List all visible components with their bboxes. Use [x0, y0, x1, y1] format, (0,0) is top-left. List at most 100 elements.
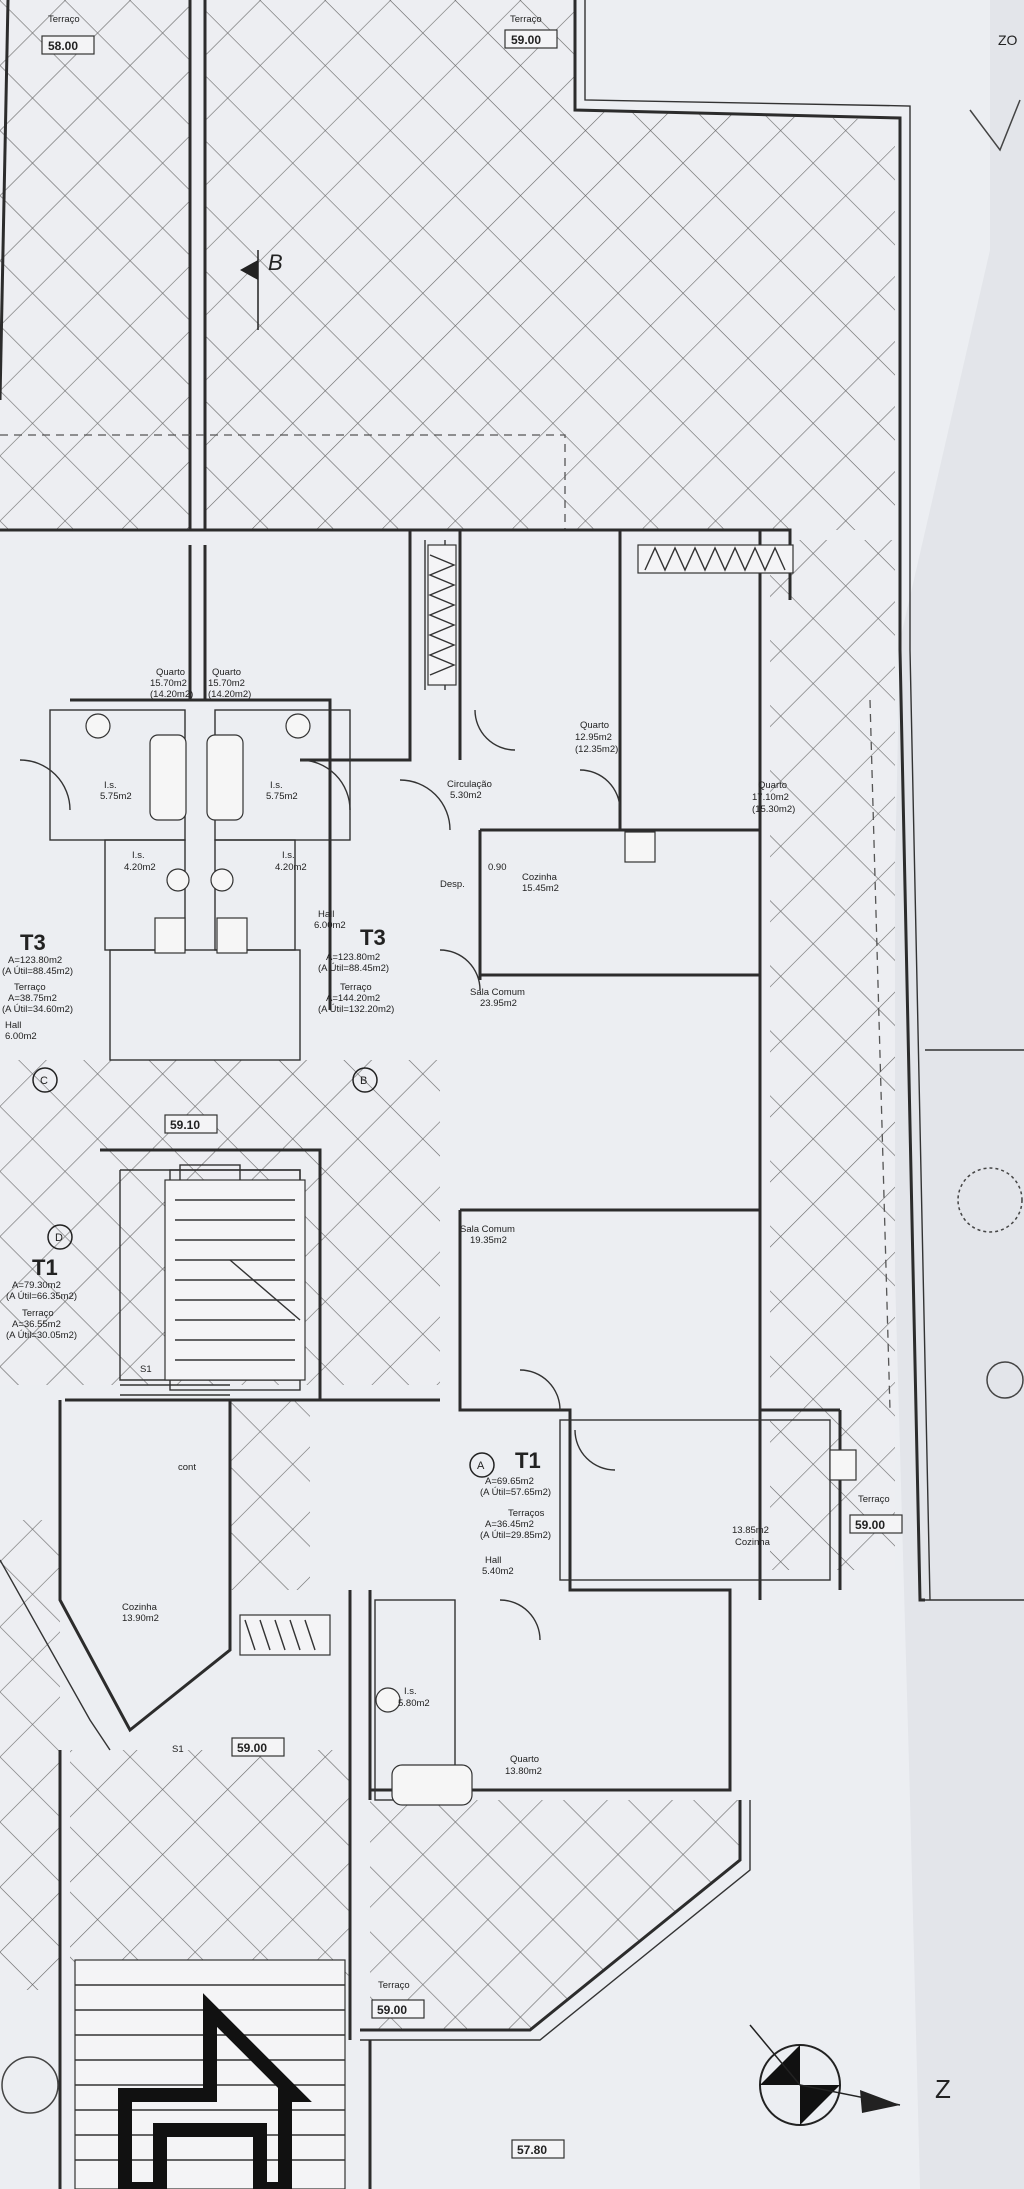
stair-label: S1 [140, 1364, 152, 1375]
unit-markers: B C D A [32, 1067, 495, 1478]
room-area: 13.85m2 [732, 1525, 769, 1536]
elevation-label: 59.00 [237, 1741, 267, 1755]
room-name: Quarto [212, 667, 241, 678]
desp-tag: 0.90 [488, 862, 507, 873]
unit-terrace-area: A=36.45m2 [485, 1519, 534, 1530]
compass-label: Z [935, 2074, 951, 2104]
room-labels: Terraço Terraço Quarto 15.70m2 (14.20m2)… [5, 14, 890, 1991]
room-name: Terraço [510, 14, 542, 25]
room-name: Sala Comum [460, 1224, 515, 1235]
room-name: Hall [5, 1020, 21, 1031]
unit-terrace-area: A=144.20m2 [326, 993, 380, 1004]
unit-terrace: Terraço [340, 982, 372, 993]
paper-fold-shadow [890, 0, 1024, 2189]
room-area: 12.95m2 [575, 732, 612, 743]
unit-util: (A Útil=88.45m2) [2, 966, 73, 977]
room-name: Quarto [156, 667, 185, 678]
unit-terrace-util: (A Útil=30.05m2) [6, 1330, 77, 1341]
unit-type: T1 [32, 1255, 58, 1280]
room-area: 4.20m2 [275, 862, 307, 873]
bath-fixtures [85, 713, 857, 1806]
room-area: 15.70m2 [208, 678, 245, 689]
room-name: Hall [485, 1555, 501, 1566]
room-name: Cozinha [122, 1602, 158, 1613]
room-name: Quarto [510, 1754, 539, 1765]
room-area: 5.80m2 [398, 1698, 430, 1709]
room-name: I.s. [282, 850, 295, 861]
elevation-label: 57.80 [517, 2143, 547, 2157]
room-area: 23.95m2 [480, 998, 517, 1009]
room-name: Desp. [440, 879, 465, 890]
room-name: Quarto [580, 720, 609, 731]
elevation-markers: 58.00 59.00 59.10 59.00 59.00 59.00 57.8… [41, 29, 903, 2159]
unit-area: A=69.65m2 [485, 1476, 534, 1487]
room-name: I.s. [132, 850, 145, 861]
room-area: 6.00m2 [5, 1031, 37, 1042]
room-util: (14.20m2) [150, 689, 193, 700]
room-area: 15.70m2 [150, 678, 187, 689]
room-util: (15.30m2) [752, 804, 795, 815]
room-name: Cozinha [735, 1537, 771, 1548]
room-util: (14.20m2) [208, 689, 251, 700]
room-name: Cozinha [522, 872, 558, 883]
room-area: 17.10m2 [752, 792, 789, 803]
room-name: Quarto [758, 780, 787, 791]
room-area: 13.80m2 [505, 1766, 542, 1777]
room-name: Terraço [858, 1494, 890, 1505]
unit-marker-a: A [477, 1460, 485, 1472]
elevation-label: 58.00 [48, 39, 78, 53]
unit-util: (A Útil=88.45m2) [318, 963, 389, 974]
room-name: Sala Comum [470, 987, 525, 998]
unit-util: (A Útil=66.35m2) [6, 1291, 77, 1302]
elevation-label: 59.00 [377, 2003, 407, 2017]
room-name: Terraço [48, 14, 80, 25]
room-area: 19.35m2 [470, 1235, 507, 1246]
room-area: 5.75m2 [100, 791, 132, 802]
stair-core [120, 1179, 306, 1396]
margin-fragment: ZO [998, 32, 1018, 48]
room-name: Circulação [447, 779, 492, 790]
section-mark-label: B [268, 250, 283, 275]
room-area: 6.00m2 [314, 920, 346, 931]
unit-area: A=123.80m2 [8, 955, 62, 966]
room-name: Terraço [378, 1980, 410, 1991]
unit-terrace: Terraço [22, 1308, 54, 1319]
unit-terrace-util: (A Útil=29.85m2) [480, 1530, 551, 1541]
room-area: 5.75m2 [266, 791, 298, 802]
room-util: (12.35m2) [575, 744, 618, 755]
unit-type: T3 [360, 925, 386, 950]
room-area: 13.90m2 [122, 1613, 159, 1624]
compass-icon [749, 2024, 901, 2126]
room-area: 4.20m2 [124, 862, 156, 873]
unit-terrace-area: A=36.55m2 [12, 1319, 61, 1330]
elevation-label: 59.00 [511, 33, 541, 47]
unit-terrace-util: (A Útil=132.20m2) [318, 1004, 394, 1015]
unit-terrace-area: A=38.75m2 [8, 993, 57, 1004]
unit-type: T3 [20, 930, 46, 955]
grille [239, 1614, 331, 1656]
room-name: I.s. [104, 780, 117, 791]
terrace-outlines [0, 0, 1024, 2041]
room-name: Hall [318, 909, 334, 920]
unit-summaries: T3 A=123.80m2 (A Útil=88.45m2) Terraço A… [2, 925, 551, 1541]
stair-label: S1 [172, 1744, 184, 1755]
room-area: 5.40m2 [482, 1566, 514, 1577]
terrace-hatching [0, 0, 895, 2030]
elevation-label: 59.10 [170, 1118, 200, 1132]
unit-util: (A Útil=57.65m2) [480, 1487, 551, 1498]
unit-marker-b: B [360, 1075, 367, 1087]
unit-terrace-util: (A Útil=34.60m2) [2, 1004, 73, 1015]
building-walls [0, 528, 842, 2189]
unit-terrace: Terraços [508, 1508, 545, 1519]
unit-marker-d: D [55, 1232, 63, 1244]
plant-symbols [1, 99, 1024, 2114]
wardrobes [427, 544, 794, 686]
room-area: 15.45m2 [522, 883, 559, 894]
room-name: I.s. [404, 1686, 417, 1697]
room-name: I.s. [270, 780, 283, 791]
entrance-arrow-head [118, 1993, 312, 2189]
unit-area: A=79.30m2 [12, 1280, 61, 1291]
unit-area: A=123.80m2 [326, 952, 380, 963]
unit-terrace: Terraço [14, 982, 46, 993]
